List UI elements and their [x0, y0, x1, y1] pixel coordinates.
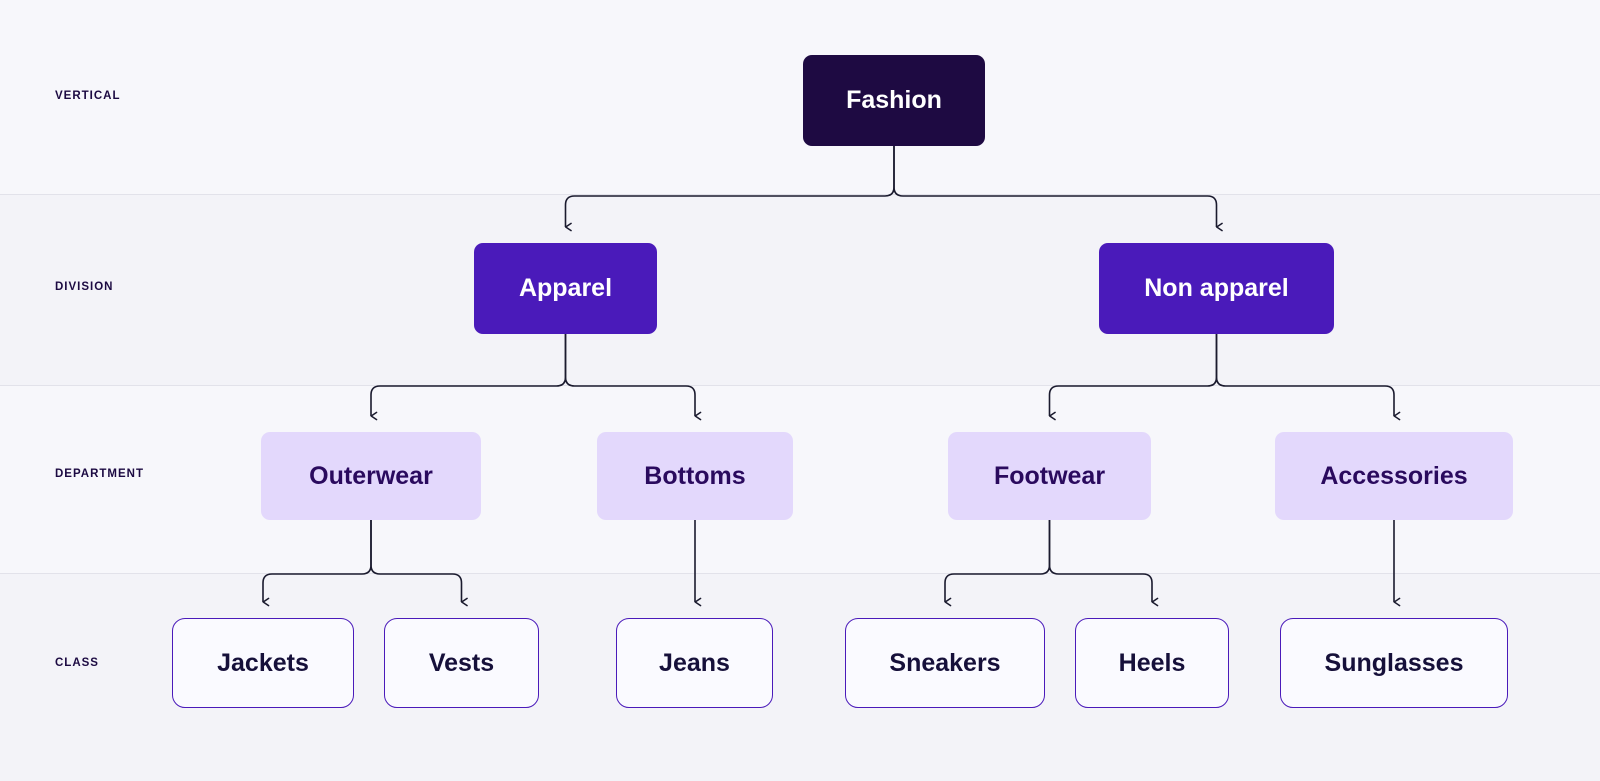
node-label-sunglasses: Sunglasses [1324, 648, 1464, 677]
row-divider-2 [0, 385, 1600, 386]
node-label-jeans: Jeans [659, 648, 730, 677]
node-label-apparel: Apparel [518, 274, 613, 302]
node-label-sneakers: Sneakers [889, 648, 1001, 677]
node-vests[interactable]: Vests [384, 618, 539, 708]
node-sneakers[interactable]: Sneakers [845, 618, 1045, 708]
row-label-division: DIVISION [55, 281, 114, 293]
node-label-outerwear: Outerwear [309, 461, 433, 490]
node-label-jackets: Jackets [217, 648, 309, 677]
node-label-fashion: Fashion [846, 86, 942, 114]
node-outerwear[interactable]: Outerwear [261, 432, 481, 520]
node-apparel[interactable]: Apparel [474, 243, 657, 334]
node-label-accessories: Accessories [1320, 461, 1468, 490]
node-fashion[interactable]: Fashion [803, 55, 985, 146]
row-label-vertical: VERTICAL [55, 90, 121, 102]
row-label-department: DEPARTMENT [55, 468, 145, 480]
node-label-vests: Vests [428, 648, 495, 677]
node-nonapparel[interactable]: Non apparel [1099, 243, 1334, 334]
node-jeans[interactable]: Jeans [616, 618, 773, 708]
node-jackets[interactable]: Jackets [172, 618, 354, 708]
node-label-footwear: Footwear [993, 461, 1106, 490]
row-divider-3 [0, 573, 1600, 574]
row-divider-1 [0, 194, 1600, 195]
node-accessories[interactable]: Accessories [1275, 432, 1513, 520]
node-heels[interactable]: Heels [1075, 618, 1229, 708]
row-band-division [0, 195, 1600, 385]
node-label-bottoms: Bottoms [644, 461, 746, 490]
node-bottoms[interactable]: Bottoms [597, 432, 793, 520]
node-sunglasses[interactable]: Sunglasses [1280, 618, 1508, 708]
node-footwear[interactable]: Footwear [948, 432, 1151, 520]
row-band-vertical [0, 0, 1600, 194]
row-label-class: CLASS [55, 657, 99, 669]
node-label-nonapparel: Non apparel [1144, 274, 1289, 302]
node-label-heels: Heels [1118, 648, 1186, 677]
